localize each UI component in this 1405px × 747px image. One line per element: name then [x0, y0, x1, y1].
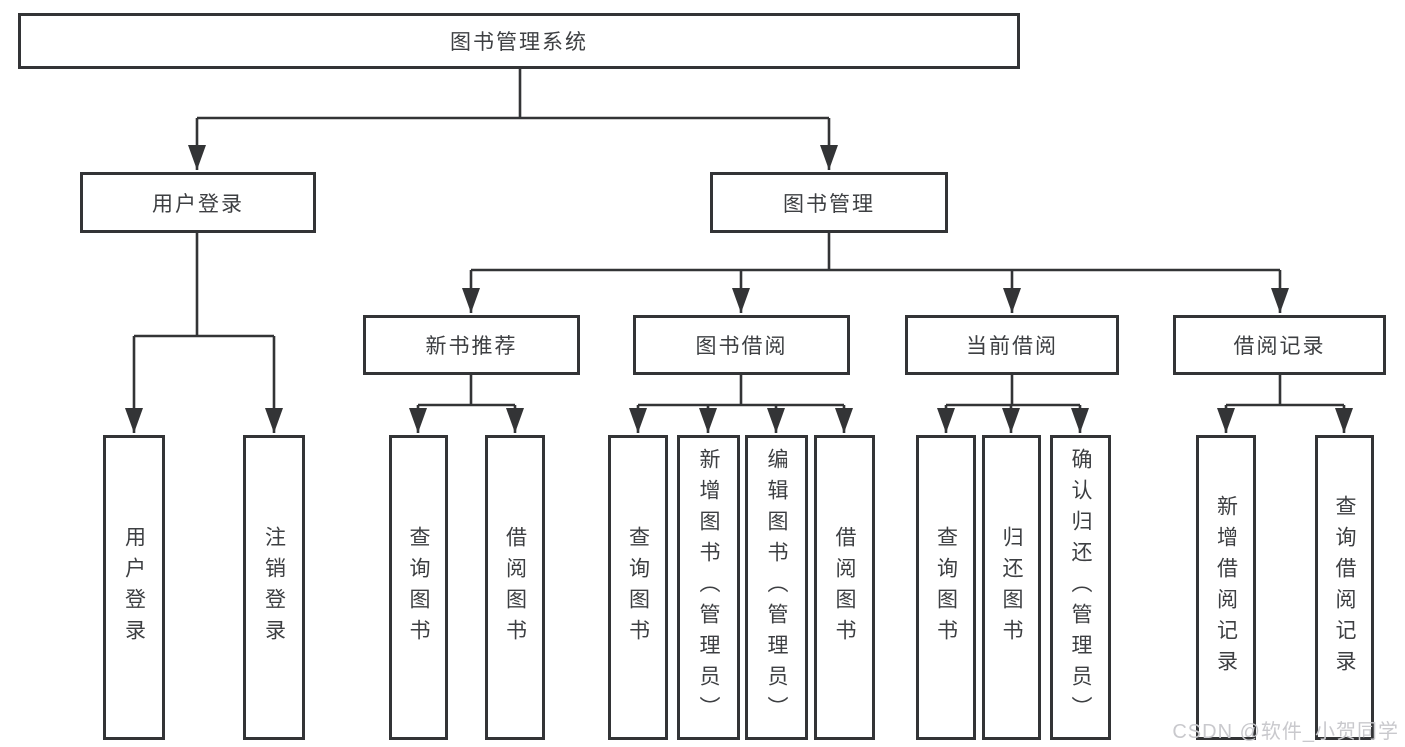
node-label: 新增图书（管理员）	[697, 448, 720, 727]
node-label: 新书推荐	[425, 335, 518, 358]
node-label: 新增借阅记录	[1214, 494, 1238, 681]
node-label: 图书管理系统	[450, 31, 588, 54]
leaf-query-books-borrow: 查询图书	[608, 435, 668, 740]
node-book-borrow: 图书借阅	[633, 315, 850, 375]
node-label: 查询借阅记录	[1333, 494, 1356, 681]
leaf-add-book-admin: 新增图书（管理员）	[677, 435, 740, 740]
node-label: 确认归还（管理员）	[1069, 448, 1092, 727]
node-label: 用户登录	[122, 525, 146, 650]
node-user-login-branch: 用户登录	[80, 172, 316, 233]
node-new-book-recommend: 新书推荐	[363, 315, 580, 375]
node-label: 编辑图书（管理员）	[765, 448, 788, 727]
leaf-user-login: 用户登录	[103, 435, 165, 740]
node-label: 查询图书	[407, 525, 430, 650]
node-label: 借阅图书	[503, 525, 527, 650]
node-label: 图书借阅	[695, 335, 788, 358]
node-label: 查询图书	[626, 525, 650, 650]
node-label: 用户登录	[152, 192, 244, 216]
leaf-query-books-recommend: 查询图书	[389, 435, 448, 740]
node-label: 当前借阅	[966, 335, 1058, 358]
csdn-watermark: CSDN @软件_小贺同学	[1172, 721, 1399, 743]
leaf-query-borrow-record: 查询借阅记录	[1315, 435, 1374, 740]
leaf-return-books: 归还图书	[982, 435, 1041, 740]
node-borrow-records: 借阅记录	[1173, 315, 1386, 375]
node-label: 借阅图书	[833, 525, 856, 650]
leaf-add-borrow-record: 新增借阅记录	[1196, 435, 1256, 740]
leaf-query-books-current: 查询图书	[916, 435, 976, 740]
node-book-management-branch: 图书管理	[710, 172, 948, 233]
node-label: 借阅记录	[1233, 335, 1326, 358]
node-label: 归还图书	[1000, 525, 1023, 650]
node-label: 查询图书	[934, 525, 958, 650]
leaf-borrow-books-recommend: 借阅图书	[485, 435, 545, 740]
node-current-borrow: 当前借阅	[905, 315, 1119, 375]
node-label: 注销登录	[262, 525, 286, 650]
node-label: 图书管理	[783, 192, 875, 216]
node-root-system: 图书管理系统	[18, 13, 1020, 69]
leaf-confirm-return-admin: 确认归还（管理员）	[1050, 435, 1111, 740]
leaf-edit-book-admin: 编辑图书（管理员）	[745, 435, 808, 740]
leaf-logout: 注销登录	[243, 435, 305, 740]
leaf-borrow-books: 借阅图书	[814, 435, 875, 740]
